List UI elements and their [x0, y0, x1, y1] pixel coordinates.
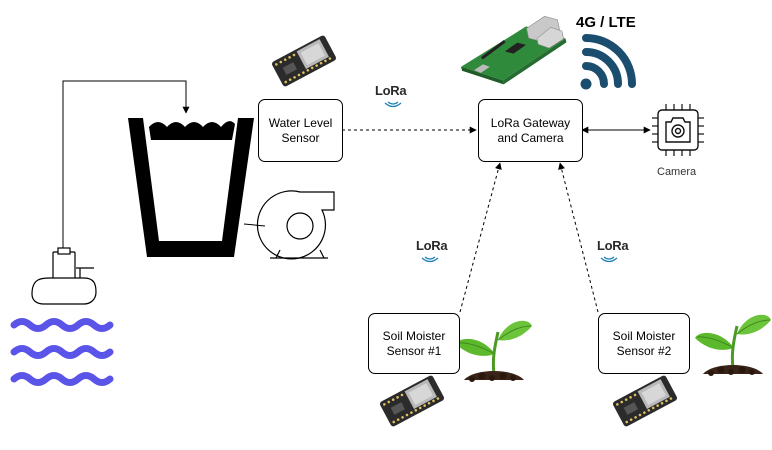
water-level-sensor-node: Water Level Sensor [258, 99, 343, 162]
pump-icon [243, 190, 335, 260]
lora-logo-text: LoRa [375, 83, 407, 98]
lora-icon: LoRa [597, 238, 637, 264]
soil-sensor-2-label: Soil Moister Sensor #2 [612, 328, 676, 358]
lora-logo-text: LoRa [597, 238, 629, 253]
sensor-board-icon [270, 34, 338, 88]
plant-icon [693, 313, 772, 378]
lora-icon: LoRa [416, 238, 456, 264]
plant-icon [454, 319, 534, 384]
water-waves-icon [10, 318, 114, 386]
soil-sensor-1-label: Soil Moister Sensor #1 [382, 328, 446, 358]
submersible-pump-icon [31, 247, 97, 305]
sensor-board-icon [611, 374, 679, 428]
wireless-signal-icon [580, 34, 636, 90]
water-tank-icon [128, 118, 254, 257]
soil2-to-gateway-link [558, 162, 599, 313]
camera-icon [652, 104, 704, 156]
network-label: 4G / LTE [576, 14, 636, 31]
lora-logo-text: LoRa [416, 238, 448, 253]
soil-sensor-2-node: Soil Moister Sensor #2 [598, 313, 690, 374]
return-pipe-arrow [62, 80, 190, 252]
water-level-sensor-label: Water Level Sensor [268, 115, 333, 145]
gateway-node: LoRa Gateway and Camera [478, 99, 583, 162]
lora-waves [421, 256, 439, 263]
gateway-label: LoRa Gateway and Camera [490, 115, 571, 145]
soil1-to-gateway-link [459, 162, 502, 313]
lora-icon: LoRa [375, 83, 415, 109]
sensor-board-icon [378, 374, 446, 428]
lora-waves [600, 256, 618, 263]
lora-waves [384, 101, 402, 108]
soil-sensor-1-node: Soil Moister Sensor #1 [368, 313, 460, 374]
camera-label: Camera [657, 166, 697, 178]
connectors [62, 80, 651, 313]
raspberry-pi-icon [461, 16, 567, 85]
